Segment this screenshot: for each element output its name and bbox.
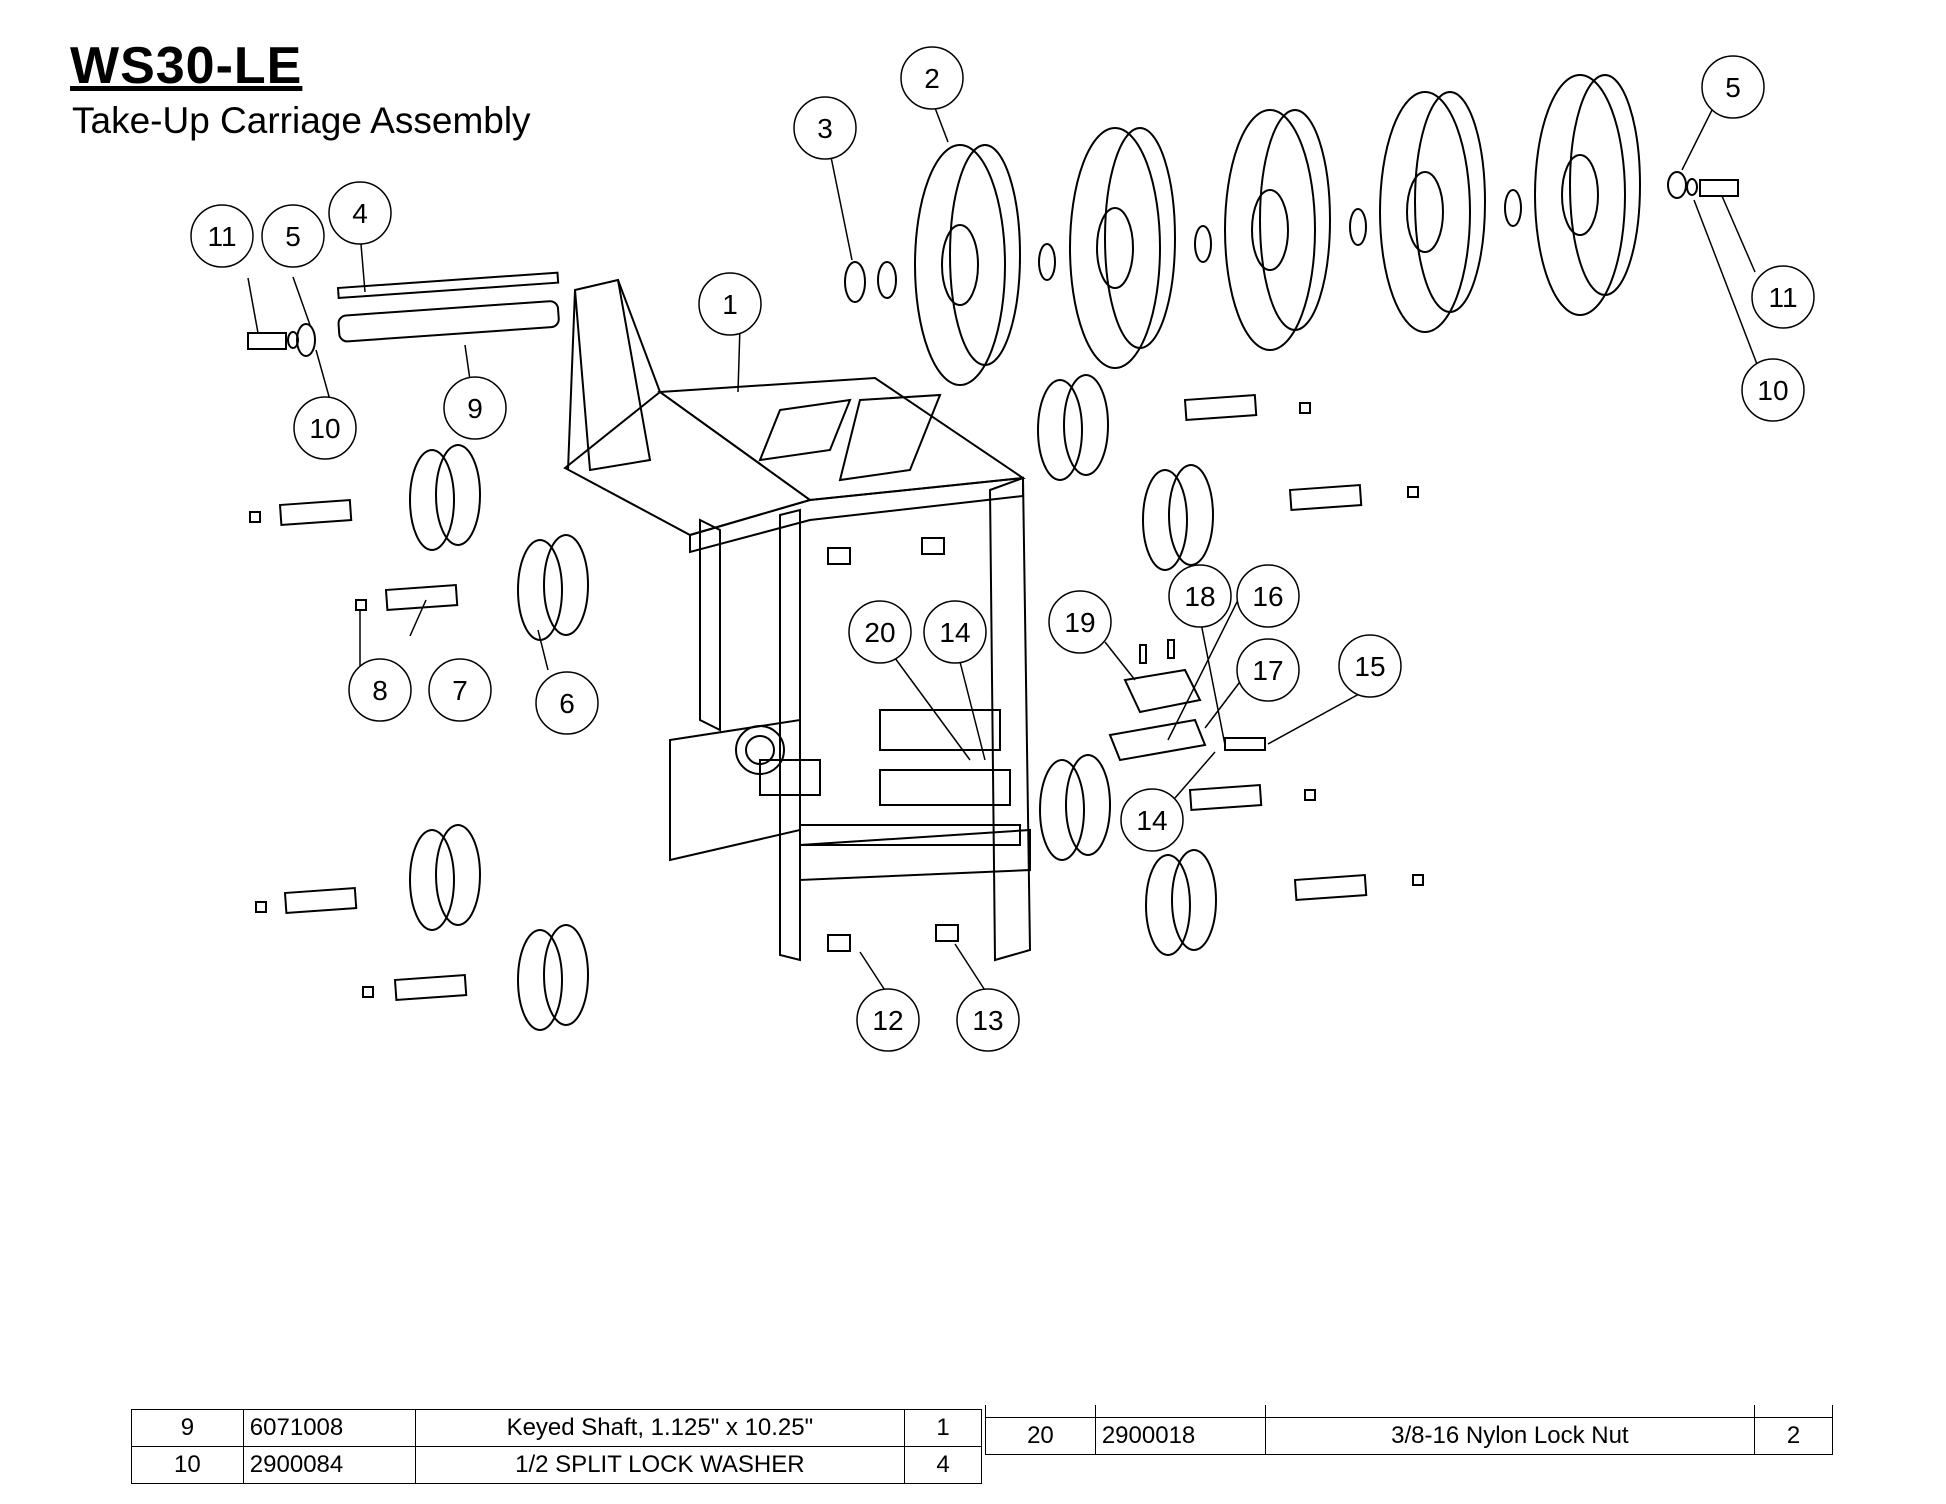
table-row: 10 2900084 1/2 SPLIT LOCK WASHER 4 [131,1446,982,1484]
part-description: 3/8-16 Nylon Lock Nut [1264,1417,1756,1455]
keyed-shaft [337,300,560,343]
balloon-19: 19 [1064,607,1095,638]
item-number: 20 [985,1417,1096,1455]
table-row: 20 2900018 3/8-16 Nylon Lock Nut 2 [985,1417,1833,1455]
balloon-3: 3 [817,113,833,144]
balloon-9: 9 [467,393,483,424]
quantity: 4 [904,1446,982,1484]
balloon-4: 4 [352,198,368,229]
axle-bolt-group [278,394,1368,1002]
balloon-1: 1 [722,289,738,320]
balloon-2: 2 [924,63,940,94]
part-number: 2900084 [242,1446,416,1484]
balloon-11-left: 11 [207,221,236,252]
balloon-12: 12 [872,1005,903,1036]
balloon-14-lower: 14 [1136,805,1167,836]
balloon-7: 7 [452,675,468,706]
quantity: 1 [904,1409,982,1447]
balloon-5-left: 5 [285,221,301,252]
table-row: 9 6071008 Keyed Shaft, 1.125" x 10.25" 1 [131,1409,982,1447]
balloon-5-right: 5 [1725,72,1741,103]
key-bar [336,271,560,300]
balloon-20: 20 [864,617,895,648]
balloon-10-right: 10 [1757,375,1788,406]
balloon-17: 17 [1252,655,1283,686]
part-description: Keyed Shaft, 1.125" x 10.25" [414,1409,906,1447]
guide-roller-group [409,374,1217,1031]
balloon-15: 15 [1354,651,1385,682]
drawing-subtitle: Take-Up Carriage Assembly [72,100,531,141]
bill-of-materials-right: 20 2900018 3/8-16 Nylon Lock Nut 2 [985,1405,1833,1455]
table-row-clipped [985,1405,1833,1418]
bill-of-materials-left: 9 6071008 Keyed Shaft, 1.125" x 10.25" 1… [131,1409,982,1484]
item-number: 9 [131,1409,244,1447]
balloon-16: 16 [1252,581,1283,612]
part-number: 2900018 [1094,1417,1266,1455]
balloon-10-left: 10 [309,413,340,444]
balloon-13: 13 [972,1005,1003,1036]
balloon-18: 18 [1184,581,1215,612]
quantity: 2 [1754,1417,1833,1455]
balloon-6: 6 [559,688,575,719]
item-number: 10 [131,1446,244,1484]
carriage-frame [563,278,1032,962]
balloon-14-upper: 14 [939,617,970,648]
balloon-11-right: 11 [1768,282,1797,313]
balloon-8: 8 [372,675,388,706]
drawing-title: WS30-LE [70,37,303,95]
part-number: 6071008 [242,1409,416,1447]
sheave-group [914,74,1641,386]
part-description: 1/2 SPLIT LOCK WASHER [414,1446,906,1484]
